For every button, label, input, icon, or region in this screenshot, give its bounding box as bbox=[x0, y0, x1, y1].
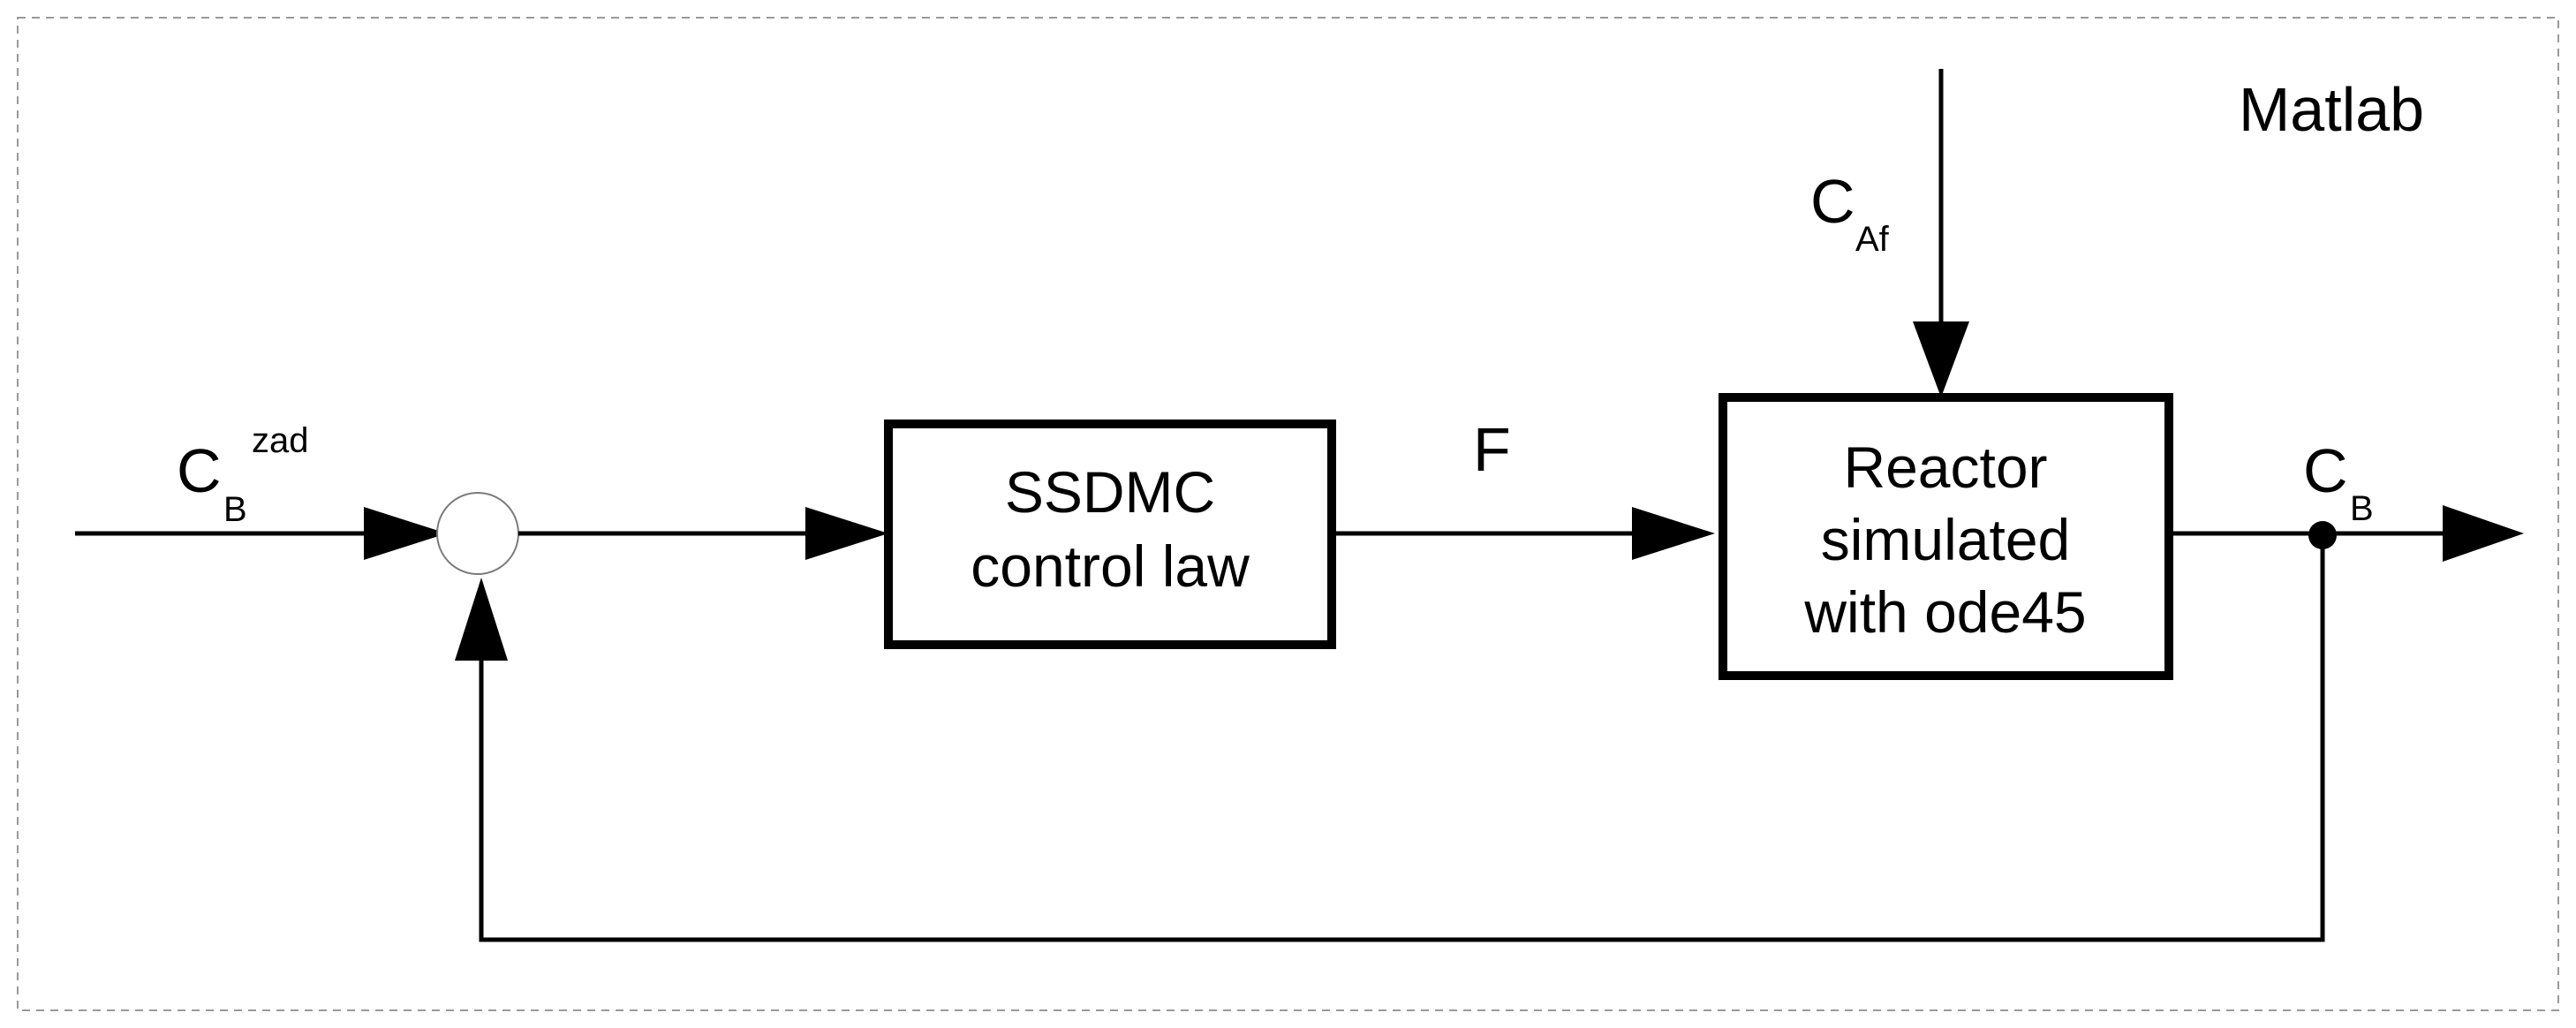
error-arrowhead bbox=[805, 507, 888, 560]
summing-junction bbox=[436, 492, 519, 575]
controller-label-line1: SSDMC bbox=[1005, 459, 1215, 525]
controller-block bbox=[884, 420, 1336, 649]
feedback-arrowhead bbox=[455, 578, 508, 661]
output-label-sub: B bbox=[2350, 489, 2374, 528]
output-label-main: C bbox=[2303, 436, 2348, 505]
reactor-block bbox=[1719, 393, 2173, 680]
reactor-label-line1: Reactor bbox=[1843, 435, 2047, 500]
manipulated-variable-arrowhead bbox=[1632, 507, 1715, 560]
setpoint-label-sub: B bbox=[223, 490, 247, 529]
output-label: C B bbox=[2303, 436, 2374, 528]
setpoint-label: C B zad bbox=[177, 421, 309, 529]
disturbance-label-sub: Af bbox=[1855, 220, 1890, 259]
reactor-label-line2: simulated bbox=[1821, 507, 2070, 572]
disturbance-label: C Af bbox=[1810, 167, 1890, 259]
disturbance-arrowhead bbox=[1913, 321, 1969, 397]
reactor-label-line3: with ode45 bbox=[1803, 579, 2086, 645]
manipulated-variable-label: F bbox=[1473, 415, 1511, 484]
controller-label-line2: control law bbox=[971, 533, 1250, 599]
setpoint-arrowhead bbox=[364, 507, 447, 560]
matlab-frame bbox=[17, 17, 2559, 1011]
setpoint-label-main: C bbox=[177, 436, 222, 505]
disturbance-label-main: C bbox=[1810, 167, 1855, 236]
output-arrowhead bbox=[2443, 505, 2524, 562]
setpoint-label-sup: zad bbox=[252, 421, 309, 460]
frame-label: Matlab bbox=[2239, 75, 2424, 144]
feedback-line bbox=[479, 535, 2325, 942]
